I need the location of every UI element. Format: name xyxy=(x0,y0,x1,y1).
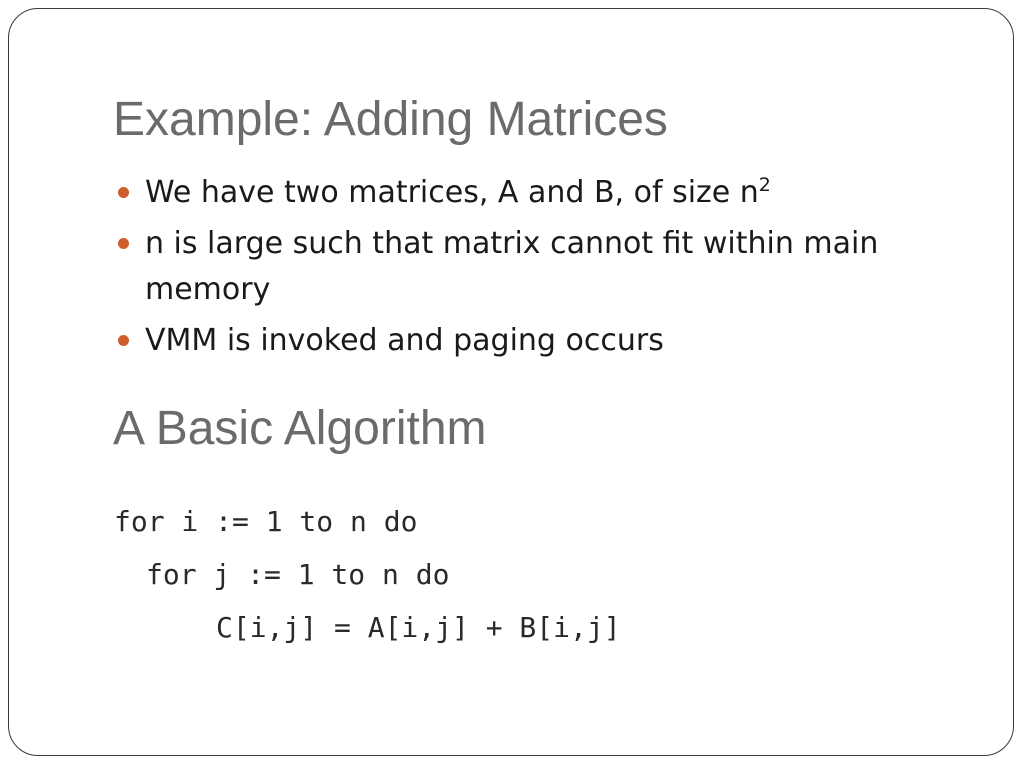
code-line: for i := 1 to n do xyxy=(114,505,418,538)
code-line: C[i,j] = A[i,j] + B[i,j] xyxy=(216,611,621,644)
bullet-text: VMM is invoked and paging occurs xyxy=(145,323,664,358)
bullet-item: We have two matrices, A and B, of size n… xyxy=(118,170,908,216)
bullet-text: We have two matrices, A and B, of size n xyxy=(145,175,759,210)
slide-frame xyxy=(8,8,1014,756)
bullet-marker-icon xyxy=(118,335,129,346)
bullet-superscript: 2 xyxy=(758,174,771,196)
code-line: for j := 1 to n do xyxy=(146,558,450,591)
slide-title: Example: Adding Matrices xyxy=(113,93,668,146)
bullet-item: VMM is invoked and paging occurs xyxy=(118,318,908,364)
bullet-marker-icon xyxy=(118,187,129,198)
bullet-item: n is large such that matrix cannot fit w… xyxy=(118,221,908,313)
bullet-text: n is large such that matrix cannot fit w… xyxy=(145,226,879,307)
bullet-marker-icon xyxy=(118,238,129,249)
bullet-list: We have two matrices, A and B, of size n… xyxy=(118,170,908,369)
section-heading: A Basic Algorithm xyxy=(113,402,487,455)
